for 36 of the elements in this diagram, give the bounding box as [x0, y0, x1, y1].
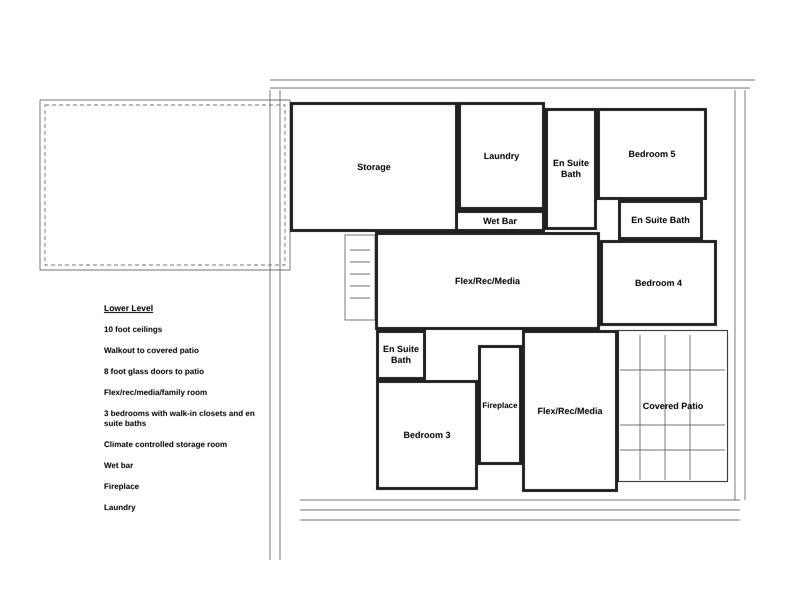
- room-label: Laundry: [484, 150, 520, 162]
- feature-note: 3 bedrooms with walk-in closets and en suite baths: [104, 409, 256, 429]
- room-area: [290, 102, 458, 232]
- feature-note: Fireplace: [104, 482, 140, 492]
- room-label: Bedroom 5: [628, 148, 676, 160]
- room-label: Bedroom 4: [634, 278, 682, 288]
- heading: Lower Level: [104, 303, 154, 313]
- room-area: [522, 330, 618, 492]
- feature-note: 10 foot ceilings: [104, 325, 164, 335]
- room-label: En Suite Bath: [631, 214, 690, 226]
- room-label: Covered Patio: [642, 400, 704, 412]
- feature-note: Wet bar: [104, 461, 134, 471]
- bathroom-area: [618, 200, 703, 240]
- room-label: Bedroom 3: [403, 430, 450, 440]
- room-area: [600, 240, 717, 326]
- patio-area: [618, 330, 728, 482]
- feature-note: 8 foot glass doors to patio: [104, 367, 206, 377]
- feature-note: Laundry: [104, 503, 137, 513]
- room-area: [455, 210, 545, 232]
- room-label: En Suite Bath: [382, 344, 420, 366]
- room-label: Flex/Rec/Media: [454, 276, 520, 286]
- feature-note: Flex/rec/media/family room: [104, 388, 208, 398]
- feature-note: Walkout to covered patio: [104, 346, 200, 356]
- bathroom-area: [376, 330, 426, 380]
- fireplace-area: [478, 345, 522, 465]
- feature-note: Climate controlled storage room: [104, 440, 228, 450]
- bathroom-area: [545, 108, 597, 230]
- room-area: [597, 108, 707, 200]
- room-label: En Suite Bath: [552, 158, 590, 180]
- room-area: [376, 380, 478, 490]
- room-area: [458, 102, 545, 210]
- room-area: [375, 232, 600, 330]
- room-label: Storage: [357, 162, 391, 172]
- room-label: Wet Bar: [483, 216, 517, 226]
- room-label: Flex/Rec/Media: [537, 406, 603, 416]
- room-label: Fireplace: [482, 400, 518, 410]
